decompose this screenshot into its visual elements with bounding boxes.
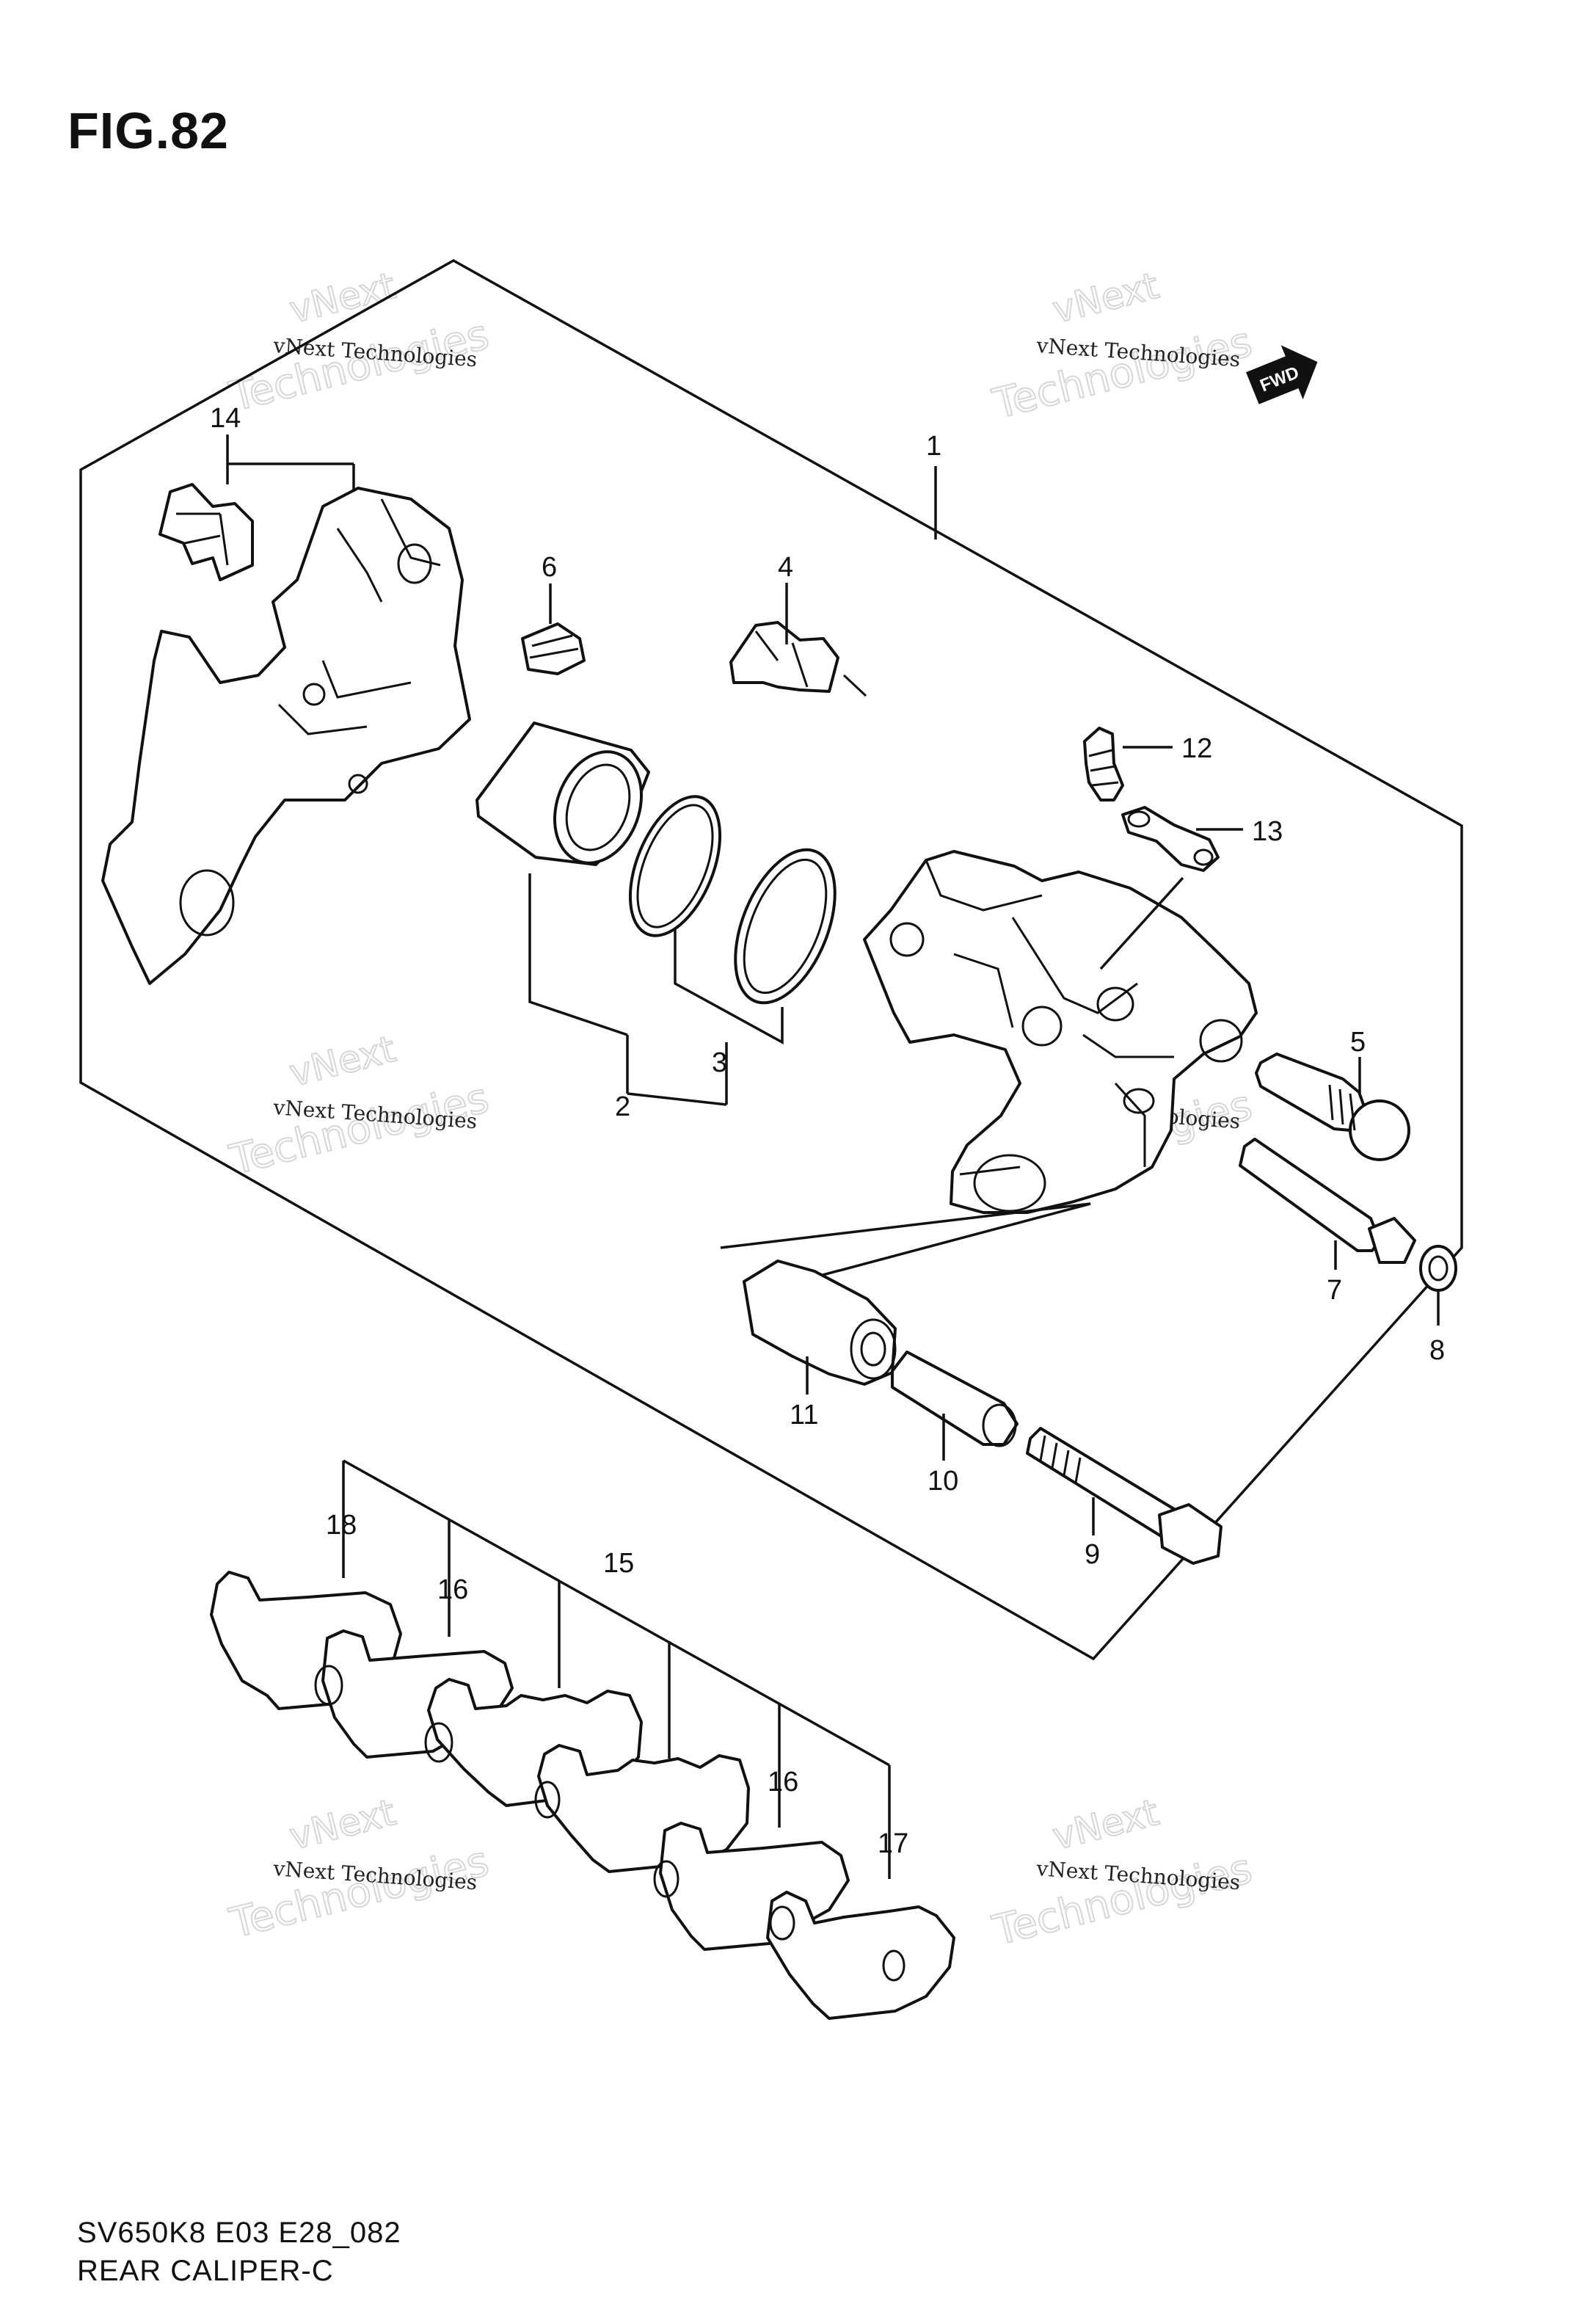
leader-3a xyxy=(674,928,784,1044)
watermark-outline-small: vNext xyxy=(285,1028,400,1095)
leader-2 xyxy=(528,873,629,1094)
part-11-bushing xyxy=(743,1259,897,1386)
callout-9: 9 xyxy=(1085,1539,1100,1570)
callout-13: 13 xyxy=(1252,816,1283,847)
callouts: 1 2 3 4 5 6 7 8 9 10 11 12 13 14 15 16 1… xyxy=(210,403,1445,1859)
watermark-bottom-right: vNext Technologies vNext Technologies xyxy=(988,1790,1258,1956)
part-6-boot xyxy=(521,622,586,675)
assembly-guide-line xyxy=(720,1202,1091,1290)
callout-14: 14 xyxy=(210,403,241,434)
part-4-pad-spring xyxy=(729,621,867,697)
part-9-bolt xyxy=(1026,1427,1222,1565)
callout-16a: 16 xyxy=(437,1574,468,1605)
callout-12: 12 xyxy=(1181,733,1212,764)
caliper-bracket xyxy=(101,487,471,985)
part-3-piston-seal xyxy=(628,795,722,937)
callout-5: 5 xyxy=(1350,1027,1366,1058)
callout-17: 17 xyxy=(878,1828,908,1859)
callout-16b: 16 xyxy=(768,1767,798,1797)
watermark-mid-left: vNext Technologies vNext Technologies xyxy=(225,1027,495,1185)
watermark-outline-small: vNext xyxy=(285,1791,400,1858)
part-2-piston xyxy=(475,721,650,866)
callout-8: 8 xyxy=(1429,1335,1445,1366)
callout-6: 6 xyxy=(542,552,557,583)
fwd-arrow-icon: FWD xyxy=(1246,345,1318,404)
leader-lines xyxy=(226,435,1440,1879)
leader-3b xyxy=(627,1042,728,1106)
callout-4: 4 xyxy=(778,552,793,583)
leader-pads xyxy=(342,1459,891,1879)
figure-title: FIG.82 xyxy=(68,102,229,159)
part-3-dust-seal xyxy=(734,848,837,1005)
callout-3: 3 xyxy=(712,1047,727,1078)
part-14-clip xyxy=(158,483,254,581)
watermark-outline-large: Technologies xyxy=(988,318,1257,428)
watermark-bottom-left: vNext Technologies vNext Technologies xyxy=(225,1790,495,1949)
assembly-boundary xyxy=(79,258,1463,1661)
callout-15: 15 xyxy=(603,1548,634,1579)
brake-pads-group xyxy=(210,1571,955,2020)
diagram-caption: REAR CALIPER-C xyxy=(77,2255,334,2287)
part-7-slide-pin xyxy=(1239,1138,1416,1264)
caliper-body xyxy=(863,850,1258,1214)
watermark-outline-large: Technologies xyxy=(988,1844,1257,1955)
watermark-top-left: vNext Technologies vNext Technologies xyxy=(225,263,495,422)
part-10-sleeve xyxy=(891,1351,1019,1447)
leader-14 xyxy=(226,435,355,492)
callout-7: 7 xyxy=(1327,1275,1342,1306)
callout-18: 18 xyxy=(326,1510,357,1541)
part-12-bleeder xyxy=(1083,727,1124,801)
diagram-code: SV650K8 E03 E28_082 xyxy=(77,2217,401,2249)
leader-13 xyxy=(1099,828,1243,970)
callout-1: 1 xyxy=(926,431,941,462)
callout-2: 2 xyxy=(615,1091,630,1122)
watermark-outline-small: vNext xyxy=(1049,1791,1163,1858)
watermark-outline-small: vNext xyxy=(1049,264,1163,332)
callout-11: 11 xyxy=(790,1400,818,1431)
part-5-pad-pin xyxy=(1255,1053,1410,1161)
part-13-cap xyxy=(1121,806,1220,872)
watermark-top-right: vNext Technologies vNext Technologies xyxy=(988,263,1258,429)
part-8-boot xyxy=(1419,1245,1457,1292)
callout-10: 10 xyxy=(928,1466,958,1497)
part-17-shim xyxy=(766,1891,955,2020)
